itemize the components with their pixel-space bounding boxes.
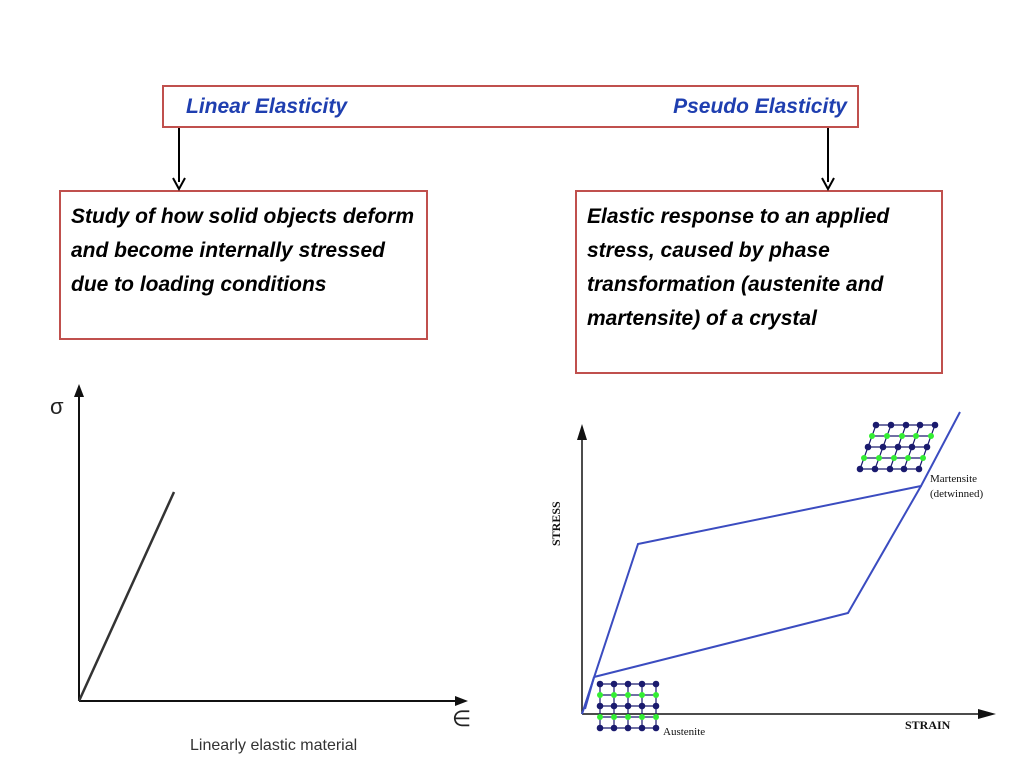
pseudo-elasticity-description-box: Elastic response to an applied stress, c… <box>575 190 943 374</box>
martensite-detwinned-label: (detwinned) <box>930 488 983 500</box>
martensite-label: Martensite <box>930 473 977 485</box>
pseudo-elasticity-title: Pseudo Elasticity <box>673 95 847 118</box>
linear-elasticity-description: Study of how solid objects deform and be… <box>71 205 415 296</box>
pseudo-x-axis-arrowhead <box>978 709 996 719</box>
stress-axis-label: STRESS <box>549 501 563 546</box>
connector-arrow-right <box>821 128 835 192</box>
pseudo-elasticity-description: Elastic response to an applied stress, c… <box>587 205 890 330</box>
pseudo-elastic-plot: STRESS STRAIN Martensite (detwinned) Aus… <box>549 411 996 738</box>
pseudo-y-axis-arrowhead <box>577 424 587 440</box>
epsilon-axis-symbol: ∈ <box>452 706 471 731</box>
pseudo-elastic-loading-curve <box>581 411 961 715</box>
connector-arrow-left <box>172 128 186 192</box>
sigma-axis-symbol: σ <box>50 394 64 419</box>
pseudo-elastic-unloading-curve <box>593 485 922 678</box>
martensite-lattice-icon <box>856 421 939 473</box>
strain-axis-label: STRAIN <box>905 718 951 732</box>
linear-elasticity-description-box: Study of how solid objects deform and be… <box>59 190 428 340</box>
linear-stress-strain-line <box>77 491 176 702</box>
linear-elasticity-title: Linear Elasticity <box>186 95 348 118</box>
linear-plot-caption: Linearly elastic material <box>190 737 357 754</box>
linear-x-axis-arrowhead <box>455 696 468 706</box>
linear-elastic-plot: σ ∈ Linearly elastic material <box>50 384 471 754</box>
austenite-lattice-icon <box>596 680 660 732</box>
austenite-label: Austenite <box>663 726 705 738</box>
header-box: Linear Elasticity Pseudo Elasticity <box>162 85 859 128</box>
pseudo-elastic-unloading-tail <box>584 676 595 710</box>
linear-y-axis-arrowhead <box>74 384 84 397</box>
